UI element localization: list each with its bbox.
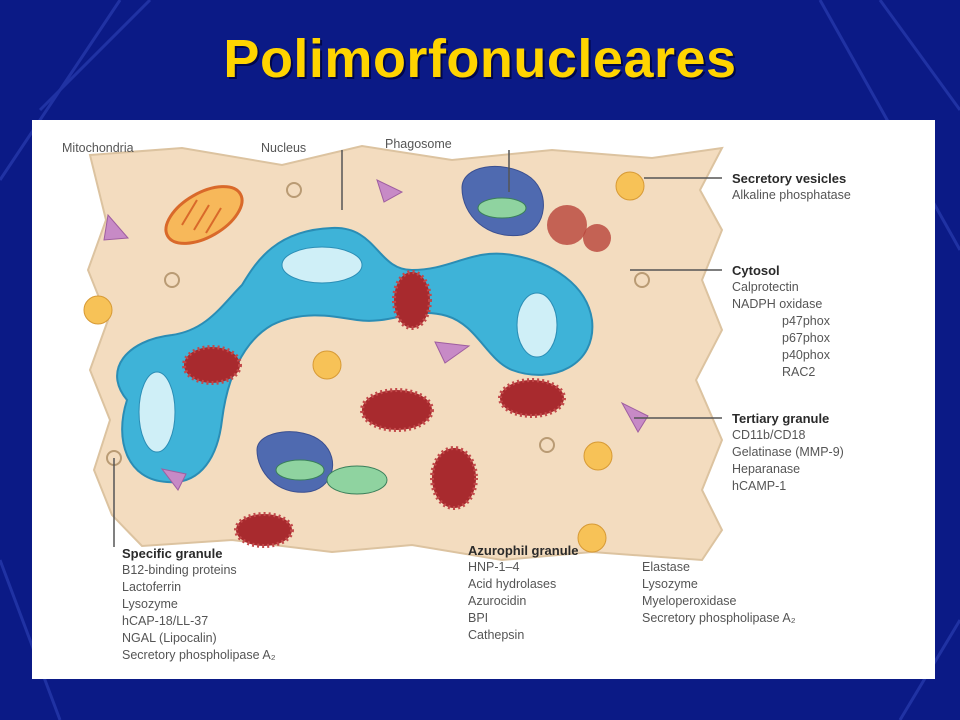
legend-secretory-vesicles: Secretory vesicles Alkaline phosphatase bbox=[732, 170, 851, 204]
legend-item: Heparanase bbox=[732, 462, 801, 476]
legend-item: Lysozyme bbox=[122, 597, 178, 611]
legend-item: Lysozyme bbox=[642, 577, 698, 591]
legend-azurophil-granule-col2: Elastase Lysozyme Myeloperoxidase Secret… bbox=[642, 559, 796, 627]
secretory-vesicles bbox=[83, 171, 645, 553]
legend-cytosol: Cytosol Calprotectin NADPH oxidase p47ph… bbox=[732, 262, 830, 381]
nucleus-lobe-highlight bbox=[138, 371, 176, 453]
legend-item: BPI bbox=[468, 611, 489, 625]
legend-subitem: p47phox bbox=[782, 314, 830, 328]
nucleus-lobe-highlight bbox=[516, 292, 558, 358]
azurophil-granules bbox=[182, 270, 566, 548]
nucleus-lobe-highlight bbox=[281, 246, 363, 284]
label-phagosome: Phagosome bbox=[385, 137, 452, 151]
legend-item: Cathepsin bbox=[468, 628, 525, 642]
phagosome-lower bbox=[256, 431, 388, 495]
legend-item: NADPH oxidase bbox=[732, 297, 823, 311]
legend-item: hCAMP-1 bbox=[732, 479, 787, 493]
legend-item: Lactoferrin bbox=[122, 580, 182, 594]
legend-item: Secretory phospholipase A₂ bbox=[642, 611, 796, 625]
legend-subitem: p67phox bbox=[782, 331, 830, 345]
legend-item: Alkaline phosphatase bbox=[732, 188, 851, 202]
legend-title: Tertiary granule bbox=[732, 411, 830, 426]
legend-item: Calprotectin bbox=[732, 280, 799, 294]
phagosome bbox=[461, 165, 611, 252]
legend-tertiary-granule: Tertiary granule CD11b/CD18 Gelatinase (… bbox=[732, 410, 844, 495]
label-mitochondria: Mitochondria bbox=[62, 141, 134, 155]
legend-specific-granule: Specific granule B12-binding proteins La… bbox=[122, 545, 276, 664]
label-nucleus: Nucleus bbox=[261, 141, 307, 155]
mitochondrion bbox=[164, 185, 244, 245]
legend-subitem: RAC2 bbox=[782, 365, 816, 379]
slide-title: Polimorfonucleares bbox=[223, 29, 737, 89]
legend-title: Azurophil granule bbox=[468, 543, 579, 558]
legend-title: Cytosol bbox=[732, 263, 780, 278]
legend-subitem: p40phox bbox=[782, 348, 830, 362]
neutrophil-cell-diagram bbox=[83, 144, 724, 562]
legend-item: Secretory phospholipase A₂ bbox=[122, 648, 276, 662]
legend-item: CD11b/CD18 bbox=[732, 428, 806, 442]
legend-title: Secretory vesicles bbox=[732, 171, 847, 186]
neutrophil-figure: Mitochondria Nucleus Phagosome Secretory… bbox=[32, 120, 935, 679]
legend-item: Myeloperoxidase bbox=[642, 594, 737, 608]
cell-cytoplasm bbox=[86, 144, 724, 562]
legend-title: Specific granule bbox=[122, 546, 223, 561]
legend-item: B12-binding proteins bbox=[122, 563, 237, 577]
legend-item: hCAP-18/LL-37 bbox=[122, 614, 209, 628]
legend-item: Elastase bbox=[642, 560, 690, 574]
nucleus-lobes bbox=[116, 226, 594, 484]
leader-lines bbox=[113, 150, 722, 547]
legend-azurophil-granule: Azurophil granule HNP-1–4 Acid hydrolase… bbox=[468, 542, 579, 644]
legend-item: Azurocidin bbox=[468, 594, 527, 608]
legend-item: Acid hydrolases bbox=[468, 577, 557, 591]
legend-item: Gelatinase (MMP-9) bbox=[732, 445, 844, 459]
legend-item: NGAL (Lipocalin) bbox=[122, 631, 217, 645]
legend-item: HNP-1–4 bbox=[468, 560, 520, 574]
